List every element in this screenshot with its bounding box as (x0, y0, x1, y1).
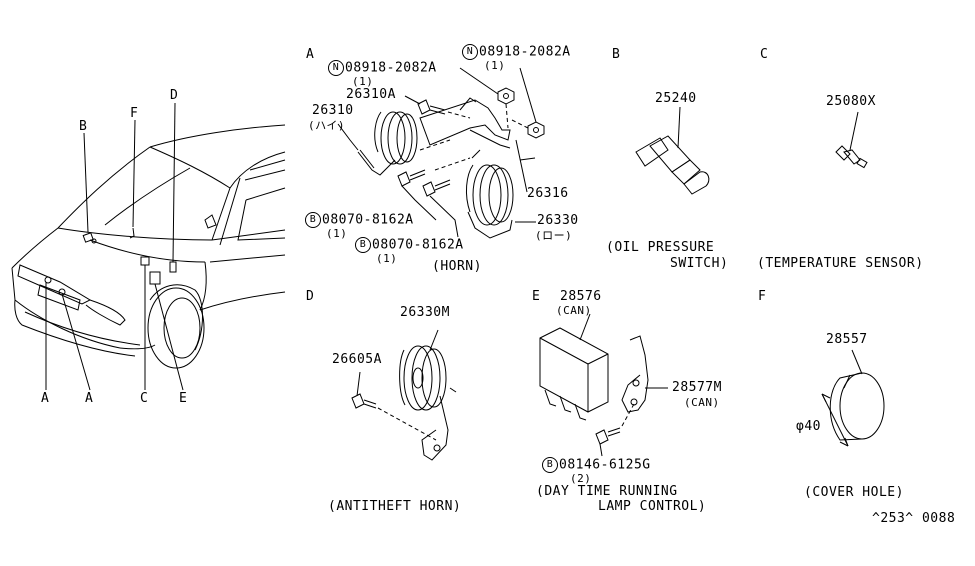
n-symbol-2: N (462, 44, 478, 60)
drl-caption-2: LAMP CONTROL) (598, 499, 707, 514)
section-c-label: C (760, 47, 769, 62)
b-symbol-2: B (355, 237, 371, 253)
car-callout-f: F (130, 106, 139, 121)
temperature-sensor-drawing (835, 111, 868, 169)
cover-hole-part: 28557 (826, 332, 868, 347)
car-callout-b: B (79, 119, 88, 134)
cover-hole-caption: (COVER HOLE) (804, 485, 904, 500)
n-symbol-1: N (328, 60, 344, 76)
horn-bracket-part: 26310A (346, 87, 396, 102)
diagram-code: ^253^ 0088 (872, 511, 956, 526)
horn-low-label: (ロー) (535, 229, 573, 242)
b-symbol-1: B (305, 212, 321, 228)
temp-sensor-caption: (TEMPERATURE SENSOR) (757, 256, 924, 271)
horn-nut-1-qty: (1) (352, 75, 374, 88)
oil-pressure-switch-drawing (635, 106, 710, 195)
car-callout-a-right: A (85, 391, 94, 406)
car-callout-a-left: A (41, 391, 50, 406)
antitheft-horn-caption: (ANTITHEFT HORN) (328, 499, 462, 514)
section-d-label: D (306, 289, 315, 304)
drl-bracket-label: (CAN) (684, 396, 720, 409)
temp-sensor-part: 25080X (826, 94, 876, 109)
horn-assembly (357, 87, 545, 239)
car-leader-lines (45, 102, 184, 391)
section-f-label: F (758, 289, 767, 304)
drl-can-part: 28576 (560, 289, 602, 304)
horn-caption: (HORN) (432, 259, 482, 274)
car-callout-e: E (179, 391, 188, 406)
antitheft-horn-part: 26330M (400, 305, 450, 320)
horn-bolt-1-qty: (1) (326, 227, 348, 240)
horn-stay-part: 26316 (527, 186, 569, 201)
car-illustration (11, 124, 286, 369)
horn-leader-lines (337, 67, 537, 238)
drl-bolt-qty: (2) (570, 472, 592, 485)
b-symbol-3: B (542, 457, 558, 473)
drl-bracket-part: 28577M (672, 380, 722, 395)
drl-caption-1: (DAY TIME RUNNING (536, 484, 678, 499)
horn-low-part: 26330 (537, 213, 579, 228)
oil-switch-part: 25240 (655, 91, 697, 106)
car-callout-c: C (140, 391, 149, 406)
antitheft-horn-drawing (351, 329, 457, 461)
cover-hole-drawing (821, 349, 885, 447)
car-callout-d: D (170, 88, 179, 103)
horn-high-label: (ハイ) (308, 119, 346, 132)
horn-high-part: 26310 (312, 103, 354, 118)
drl-control-drawing (539, 313, 668, 457)
section-a-label: A (306, 47, 315, 62)
antitheft-bolt-part: 26605A (332, 352, 382, 367)
section-e-label: E (532, 289, 541, 304)
oil-switch-caption-2: SWITCH) (670, 256, 729, 271)
oil-switch-caption-1: (OIL PRESSURE (606, 240, 715, 255)
horn-nut-2-qty: (1) (484, 59, 506, 72)
section-b-label: B (612, 47, 621, 62)
drl-can-label: (CAN) (556, 304, 592, 317)
cover-hole-diameter: φ40 (796, 419, 821, 434)
horn-bolt-2-qty: (1) (376, 252, 398, 265)
